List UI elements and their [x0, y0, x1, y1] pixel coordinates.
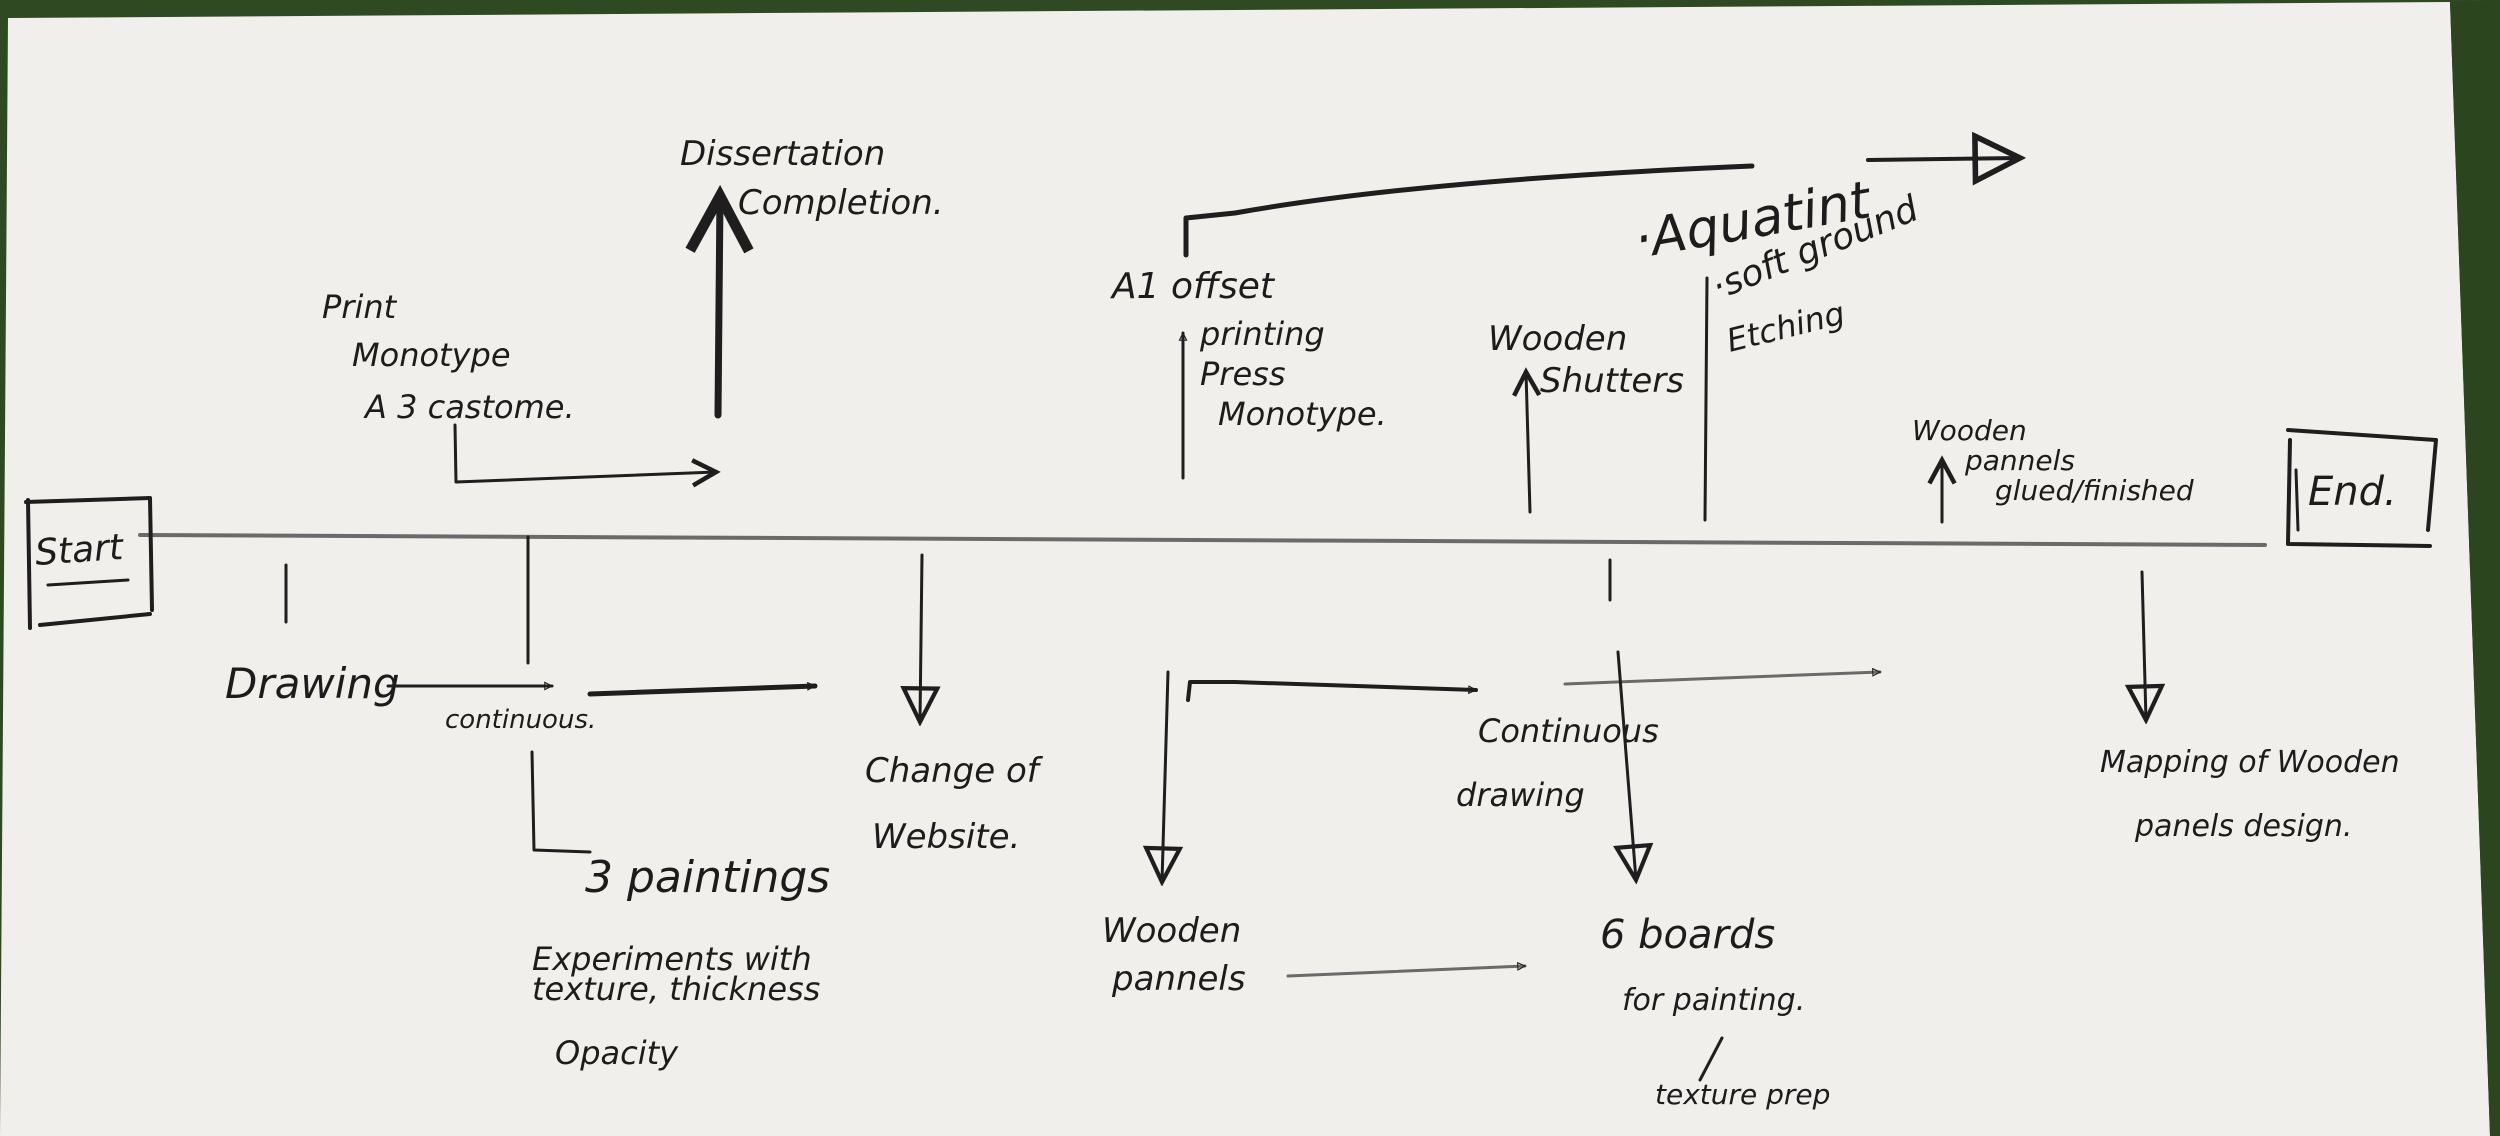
print-monotype-text: Print Monotype A 3 castome.: [322, 288, 575, 426]
continuous-drawing-arrow: [1563, 672, 1882, 686]
texture-prep-text: texture prep: [1655, 1078, 1830, 1111]
six-boards-arrow: [1618, 650, 1636, 880]
a1-offset-text: A1 offset printing Press Monotype.: [1110, 266, 1387, 433]
continuous-arrow: [587, 686, 818, 697]
wooden-pannels-text: Wooden pannels: [1102, 911, 1252, 999]
wooden-shutters-arrow: [1512, 367, 1542, 514]
wooden-pannels-arrow-down: [1162, 670, 1168, 882]
start-label: Start: [34, 527, 126, 574]
change-of-website-arrow: [920, 553, 922, 722]
etching-text: Etching: [1723, 294, 1849, 360]
wooden-pannels-glued-text: Wooden pannels glued/finished: [1912, 414, 2194, 507]
three-paintings-connector: [530, 750, 592, 854]
experiments-text: Experiments with texture, thickness Opac…: [532, 940, 831, 1072]
aquatint-top-arrow: [1866, 158, 2020, 160]
wooden-pannels-to-boards-arrow: [1286, 966, 1527, 978]
wooden-shutters-text: Wooden Shutters: [1488, 319, 1684, 401]
texture-prep-connector: [1698, 1036, 1724, 1082]
dissertation-text: Dissertation Completion.: [680, 134, 944, 223]
dissertation-arrow: [685, 184, 754, 419]
continuous-drawing-text: Continuous drawing: [1456, 712, 1669, 814]
print-monotype-arrow: [453, 423, 721, 488]
aquatint-vertical-line: [1703, 276, 1709, 522]
three-paintings-text: 3 paintings: [585, 852, 830, 903]
wooden-pannels-bracket-arrow: [1186, 680, 1478, 702]
six-boards-text: 6 boards: [1600, 912, 1775, 958]
change-of-website-text: Change of Website.: [865, 751, 1050, 857]
mapping-text: Mapping of Wooden panels design.: [2100, 745, 2409, 844]
mapping-arrow: [2142, 570, 2146, 720]
start-box: Start: [24, 496, 154, 630]
continuous-text: continuous.: [445, 705, 596, 735]
timeline-line: [138, 533, 2267, 547]
a1-top-bracket: [1183, 163, 1755, 258]
end-box: End.: [2286, 428, 2438, 548]
for-painting-text: for painting.: [1622, 983, 1805, 1018]
drawing-text: Drawing: [225, 659, 400, 708]
end-label: End.: [2308, 469, 2397, 515]
